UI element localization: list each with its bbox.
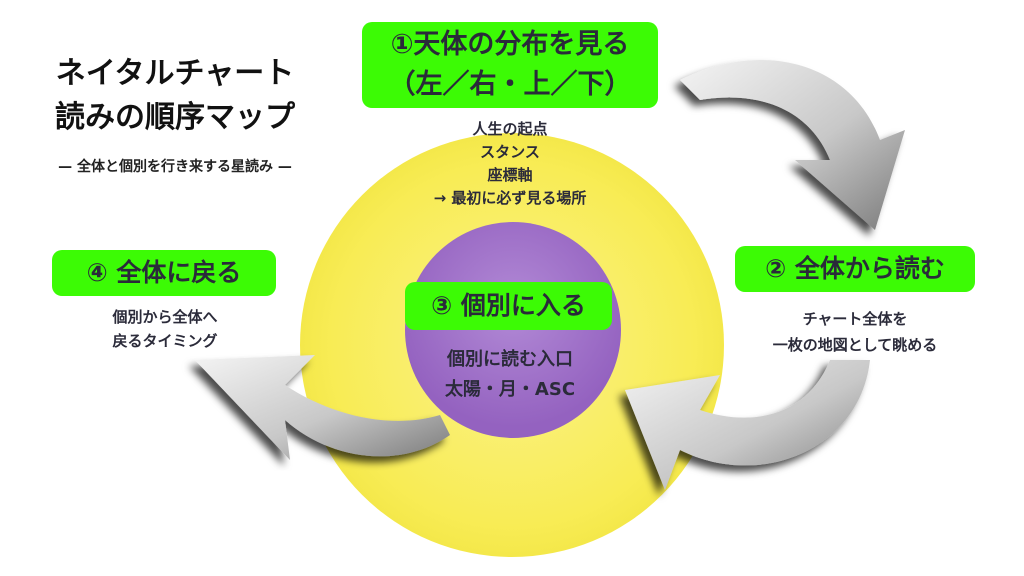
step-4-label: ④ 全体に戻る [52, 250, 276, 296]
step-1-label: ①天体の分布を見る （左／右・上／下） [362, 22, 658, 108]
step-2-description: チャート全体を 一枚の地図として眺める [735, 306, 975, 358]
arrow-3-to-4 [195, 355, 450, 460]
desc-line: 座標軸 [487, 166, 533, 184]
step-2-label: ② 全体から読む [735, 246, 975, 292]
page-title: ネイタルチャート 読みの順序マップ [20, 52, 330, 140]
inner-circle [405, 222, 621, 438]
step-4-description: 個別から全体へ 戻るタイミング [60, 305, 270, 353]
desc-line: 戻るタイミング [112, 332, 218, 350]
desc-line: 太陽・月・ASC [444, 379, 576, 400]
desc-line: 人生の起点 [472, 120, 548, 138]
desc-line: → 最初に必ず見る場所 [433, 189, 587, 207]
title-line-2: 読みの順序マップ [55, 100, 295, 135]
step-1-label-line-2: （左／右・上／下） [388, 69, 632, 100]
step-1-description: 人生の起点 スタンス 座標軸 → 最初に必ず見る場所 [400, 118, 620, 210]
step-3-label: ③ 個別に入る [405, 282, 612, 330]
subtitle: — 全体と個別を行き来する星読み — [58, 159, 292, 175]
step-1-label-line-1: ①天体の分布を見る [390, 29, 630, 60]
desc-line: チャート全体を [802, 310, 908, 328]
step-3-description: 個別に読む入口 太陽・月・ASC [410, 345, 610, 405]
arrow-1-to-2 [680, 60, 905, 230]
title-line-1: ネイタルチャート [55, 56, 295, 91]
desc-line: 個別から全体へ [112, 308, 218, 326]
desc-line: 一枚の地図として眺める [772, 336, 938, 354]
desc-line: 個別に読む入口 [447, 349, 573, 370]
arrow-2-to-3 [625, 360, 870, 490]
desc-line: スタンス [480, 143, 540, 161]
